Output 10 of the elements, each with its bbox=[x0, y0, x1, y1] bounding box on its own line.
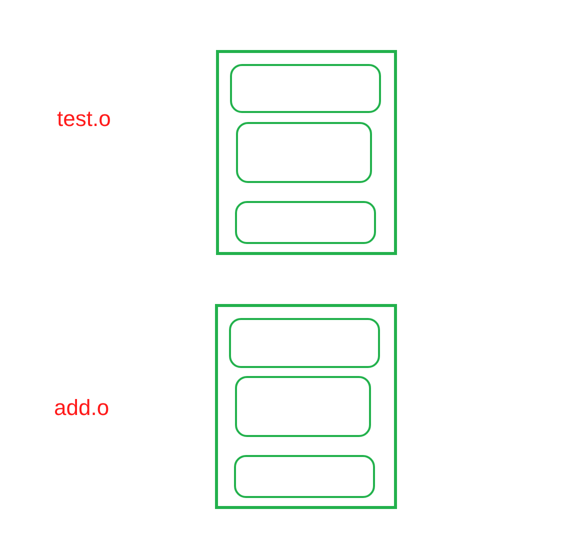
rounded-box bbox=[235, 376, 371, 437]
container-box bbox=[215, 304, 397, 509]
file-label: add.o bbox=[54, 395, 110, 421]
rounded-box bbox=[234, 455, 375, 498]
container-box bbox=[216, 50, 397, 255]
rounded-box bbox=[235, 201, 376, 244]
rounded-box bbox=[229, 318, 380, 368]
rounded-box bbox=[236, 122, 372, 183]
file-label: test.o bbox=[57, 106, 111, 132]
rounded-box bbox=[230, 64, 381, 113]
